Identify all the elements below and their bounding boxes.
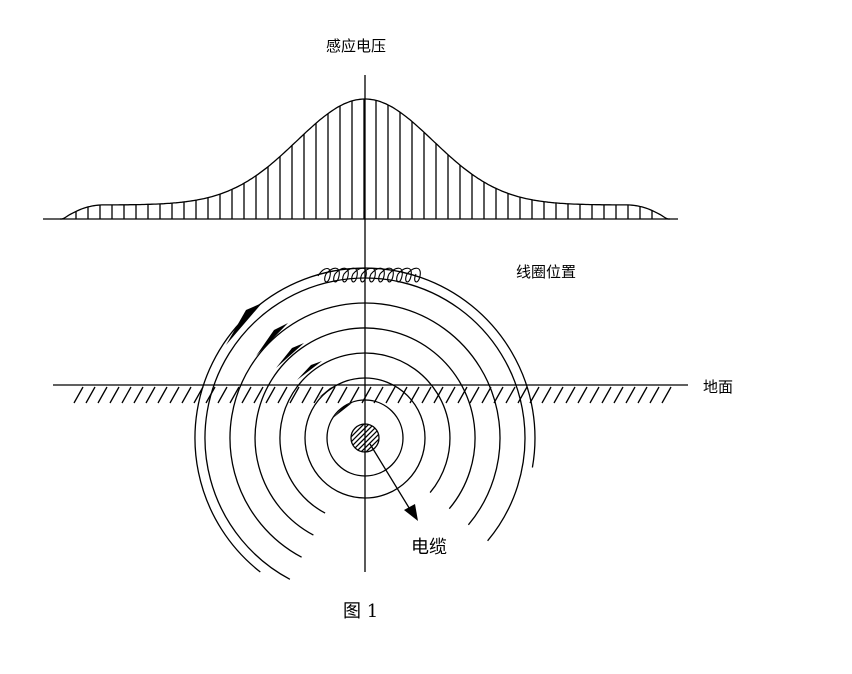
ground-hatch-line [373, 386, 384, 404]
voltage-label: 感应电压 [326, 37, 387, 55]
ground-hatch-line [601, 386, 612, 404]
figure-caption: 图 1 [343, 601, 379, 622]
ground-hatch-line [397, 386, 408, 404]
ground-hatch-line [565, 386, 576, 404]
ground-hatch-line [457, 386, 468, 404]
ground-hatch-line [517, 386, 528, 404]
cable-hatch-line [378, 424, 379, 452]
ground-hatch-line [637, 386, 648, 404]
field-circle-inner [326, 399, 404, 477]
field-arc-outer [194, 267, 536, 573]
curve-hatching [75, 99, 653, 219]
field-arrow-2 [256, 323, 288, 356]
field-arrow-6 [333, 403, 352, 418]
field-arrow-4 [297, 361, 322, 380]
field-arrow-1 [226, 303, 262, 345]
ground-hatch-line [73, 386, 84, 404]
ground-hatch-line [349, 386, 360, 404]
ground-hatch-line [649, 386, 660, 404]
field-arc [279, 352, 451, 514]
ground-hatch-line [301, 386, 312, 404]
ground-hatch-line [121, 386, 132, 404]
ground-hatch-line [541, 386, 552, 404]
ground-hatch-line [265, 386, 276, 404]
ground-hatch-line [505, 386, 516, 404]
ground-hatch-line [421, 386, 432, 404]
ground-hatch-line [493, 386, 504, 404]
field-arc [229, 302, 501, 558]
ground-hatch-line [217, 386, 228, 404]
coil-position-label: 线圈位置 [516, 263, 577, 281]
cable-pointer-arrowhead [404, 504, 418, 521]
cable-hatch-line [351, 424, 352, 452]
cable-hatch-line [353, 424, 379, 452]
ground-hatch-line [337, 386, 348, 404]
cable-pointer-line [369, 443, 412, 512]
ground-hatch-line [625, 386, 636, 404]
ground-hatch-line [529, 386, 540, 404]
ground-hatch-line [181, 386, 192, 404]
ground-hatch-line [109, 386, 120, 404]
ground-hatch-line [241, 386, 252, 404]
cable-hatch-line [351, 424, 372, 452]
ground-label: 地面 [703, 378, 734, 396]
ground-hatch-line [289, 386, 300, 404]
field-arrow-3 [276, 343, 304, 368]
cable-hatch-line [363, 424, 379, 452]
ground-hatch-line [577, 386, 588, 404]
ground-hatch-line [277, 386, 288, 404]
ground-hatch-line [145, 386, 156, 404]
ground-hatch-line [385, 386, 396, 404]
ground-hatch-line [481, 386, 492, 404]
ground-hatch-line [169, 386, 180, 404]
ground-hatch-line [97, 386, 108, 404]
ground-hatch-line [661, 386, 672, 404]
ground-hatch-line [253, 386, 264, 404]
ground-hatch-line [445, 386, 456, 404]
ground-hatch-line [553, 386, 564, 404]
cable-hatch-line [351, 424, 377, 452]
ground-hatch-line [133, 386, 144, 404]
field-direction-arrows [226, 303, 352, 418]
ground-hatch-line [613, 386, 624, 404]
field-arc [254, 327, 476, 536]
cable-label: 电缆 [411, 537, 447, 558]
ground-hatch-line [589, 386, 600, 404]
ground-hatch-line [469, 386, 480, 404]
cable-cross-section [350, 423, 380, 453]
ground-hatch-line [229, 386, 240, 404]
cable-hatch-line [358, 424, 379, 452]
ground-hatch-line [313, 386, 324, 404]
ground-hatch-line [157, 386, 168, 404]
field-arrow-5 [318, 384, 339, 398]
cable-hatch-line [351, 424, 367, 452]
ground-hatch-line [325, 386, 336, 404]
field-circle-middle [304, 377, 426, 499]
coil-icon [317, 267, 421, 283]
ground-hatch-line [85, 386, 96, 404]
